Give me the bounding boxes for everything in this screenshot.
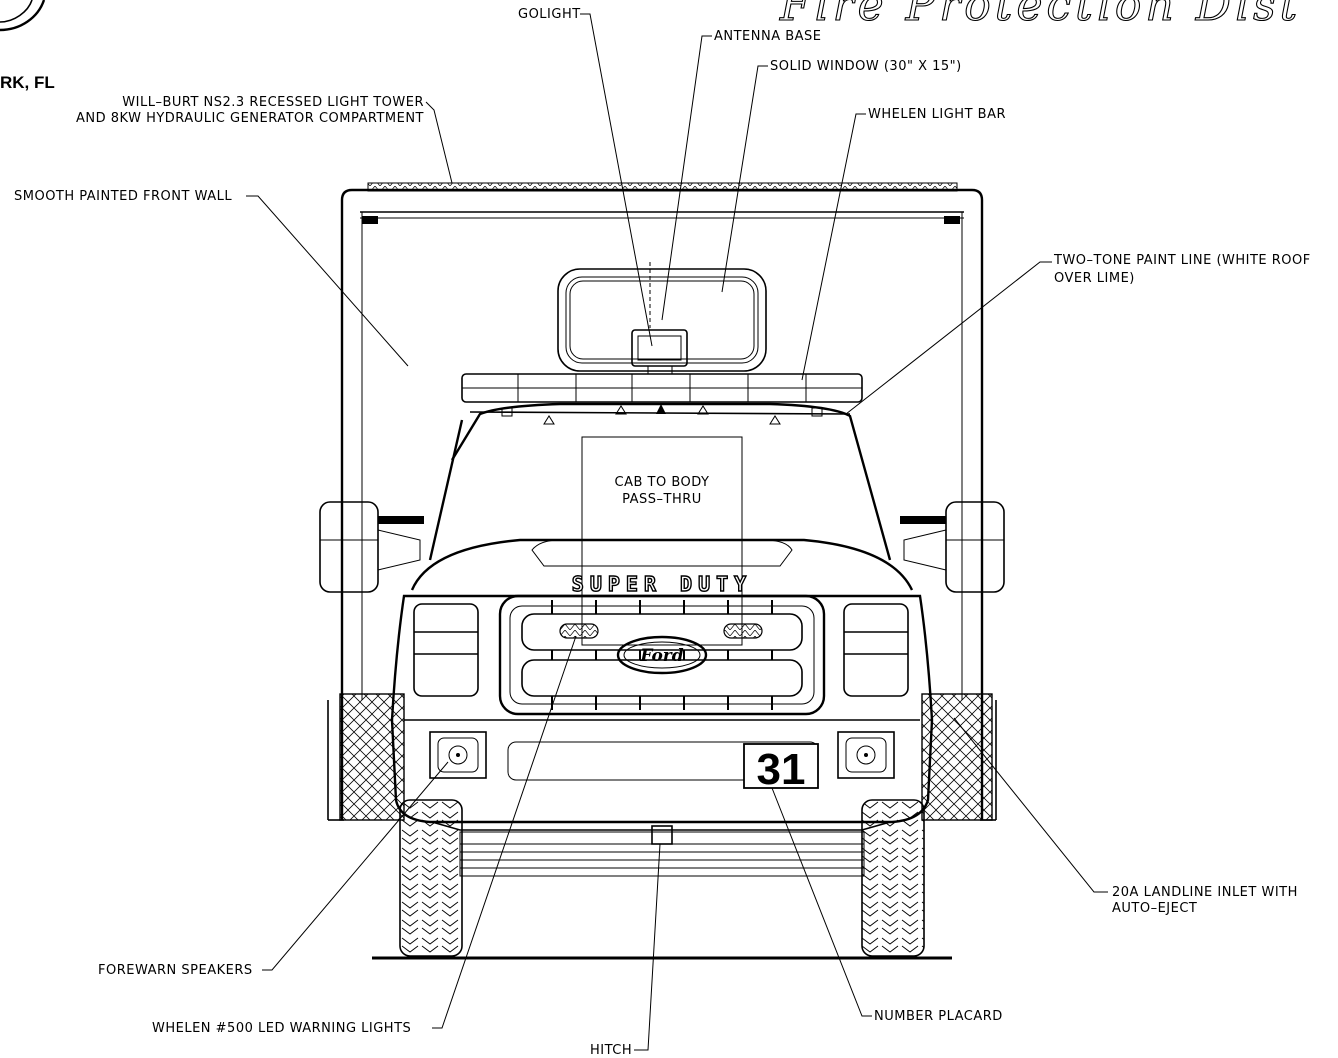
drawing-title: Fire Protection Dist [779,0,1301,31]
callout-whelen-light-bar: WHELEN LIGHT BAR [868,107,1006,122]
callout-whelen-500: WHELEN #500 LED WARNING LIGHTS [152,1021,411,1036]
forewarn-speaker-right [837,731,895,779]
callout-antenna-base: ANTENNA BASE [714,29,822,44]
tire-right [861,799,925,957]
callout-front-wall: SMOOTH PAINTED FRONT WALL [14,189,232,204]
roof-marker-lights [501,404,823,425]
forewarn-speaker-left [429,731,487,779]
callout-number-placard: NUMBER PLACARD [874,1009,1003,1024]
super-duty-lettering: SUPER DUTY [572,572,752,596]
front-wall [340,188,984,820]
department-logo [0,0,46,32]
whelen-500-right [723,623,763,639]
mirror-right [900,501,1005,593]
hitch [651,825,673,845]
golight [631,262,688,375]
callout-hitch: HITCH [590,1043,632,1058]
front-fascia [390,594,934,824]
whelen-500-left [559,623,599,639]
callout-light-tower-1: WILL–BURT NS2.3 RECESSED LIGHT TOWER [122,95,424,110]
pass-thru-label-line1: CAB TO BODY [615,475,710,490]
cab: CAB TO BODY PASS–THRU SUPER DUTY [319,402,1005,957]
diamond-plate-right [921,693,993,821]
headlight-left [413,603,479,697]
callout-paint-line-1: TWO–TONE PAINT LINE (WHITE ROOF [1053,253,1311,268]
headlight-right [843,603,909,697]
ford-badge-text: Ford [639,646,683,666]
callout-light-tower-2: AND 8KW HYDRAULIC GENERATOR COMPARTMENT [76,111,424,126]
tire-left [399,799,463,957]
pass-thru-label-line2: PASS–THRU [622,492,702,507]
placard-number: 31 [757,745,806,794]
number-placard: 31 [743,743,819,794]
grille [498,594,826,716]
callout-landline-1: 20A LANDLINE INLET WITH [1112,885,1298,900]
callout-golight: GOLIGHT [518,7,581,22]
callout-landline-2: AUTO–EJECT [1112,901,1197,916]
location-text: RK, FL [0,73,55,92]
callout-forewarn-speakers: FOREWARN SPEAKERS [98,963,253,978]
solid-window [557,268,767,372]
whelen-light-bar [461,373,863,403]
callout-solid-window: SOLID WINDOW (30" X 15") [770,59,962,74]
mirror-left [319,501,424,593]
callout-paint-line-2: OVER LIME) [1054,271,1135,286]
ford-badge: Ford [616,635,708,675]
callouts: GOLIGHT ANTENNA BASE SOLID WINDOW (30" X… [14,7,1311,1058]
lower-valance [459,831,865,877]
